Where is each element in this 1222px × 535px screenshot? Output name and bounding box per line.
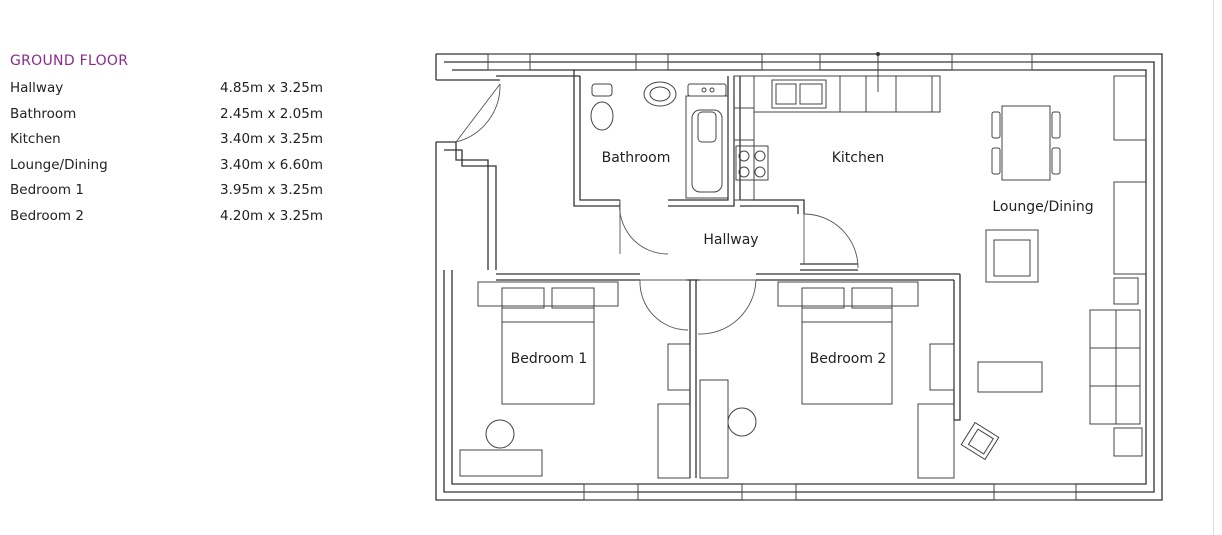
room-dims: 3.40m x 6.60m (220, 156, 323, 173)
label-bedroom-2: Bedroom 2 (810, 351, 887, 367)
interior-walls (496, 70, 961, 478)
room-row-kitchen: Kitchen 3.40m x 3.25m (10, 127, 370, 153)
label-hallway: Hallway (703, 232, 758, 248)
doors (455, 83, 859, 335)
outer-walls (435, 53, 1163, 501)
windows-top (487, 52, 1033, 92)
room-row-bedroom-1: Bedroom 1 3.95m x 3.25m (10, 178, 370, 204)
label-kitchen: Kitchen (832, 150, 885, 166)
bedroom-1-furniture (459, 281, 691, 479)
label-lounge-dining: Lounge/Dining (992, 199, 1093, 215)
bathroom-fixtures (590, 81, 729, 199)
room-dims: 4.85m x 3.25m (220, 80, 323, 96)
room-name: Hallway (10, 80, 64, 96)
room-row-lounge-dining: Lounge/Dining 3.40m x 6.60m (10, 153, 370, 179)
room-name: Kitchen (10, 131, 61, 148)
room-dims: 2.45m x 2.05m (220, 105, 323, 122)
room-name: Bedroom 1 (10, 182, 84, 199)
room-row-bathroom: Bathroom 2.45m x 2.05m (10, 102, 370, 128)
page-edge-line (1213, 0, 1214, 535)
room-row-hallway: Hallway 4.85m x 3.25m (10, 76, 370, 102)
label-bathroom: Bathroom (602, 150, 671, 166)
bedroom-2-furniture (699, 281, 955, 479)
windows-bottom (583, 483, 1077, 501)
room-name: Lounge/Dining (10, 156, 108, 173)
room-name: Bathroom (10, 105, 77, 122)
room-row-bedroom-2: Bedroom 2 4.20m x 3.25m (10, 204, 370, 230)
room-schedule: GROUND FLOOR Hallway 4.85m x 3.25m Bathr… (10, 50, 370, 230)
floor-title: GROUND FLOOR (10, 53, 129, 69)
room-dims: 3.40m x 3.25m (220, 131, 323, 148)
room-dims: 4.20m x 3.25m (220, 207, 323, 224)
kitchen-fixtures (733, 75, 941, 201)
room-dims: 3.95m x 3.25m (220, 182, 323, 199)
label-bedroom-1: Bedroom 1 (511, 351, 588, 367)
lounge-dining-furniture (960, 75, 1147, 461)
room-name: Bedroom 2 (10, 207, 84, 224)
